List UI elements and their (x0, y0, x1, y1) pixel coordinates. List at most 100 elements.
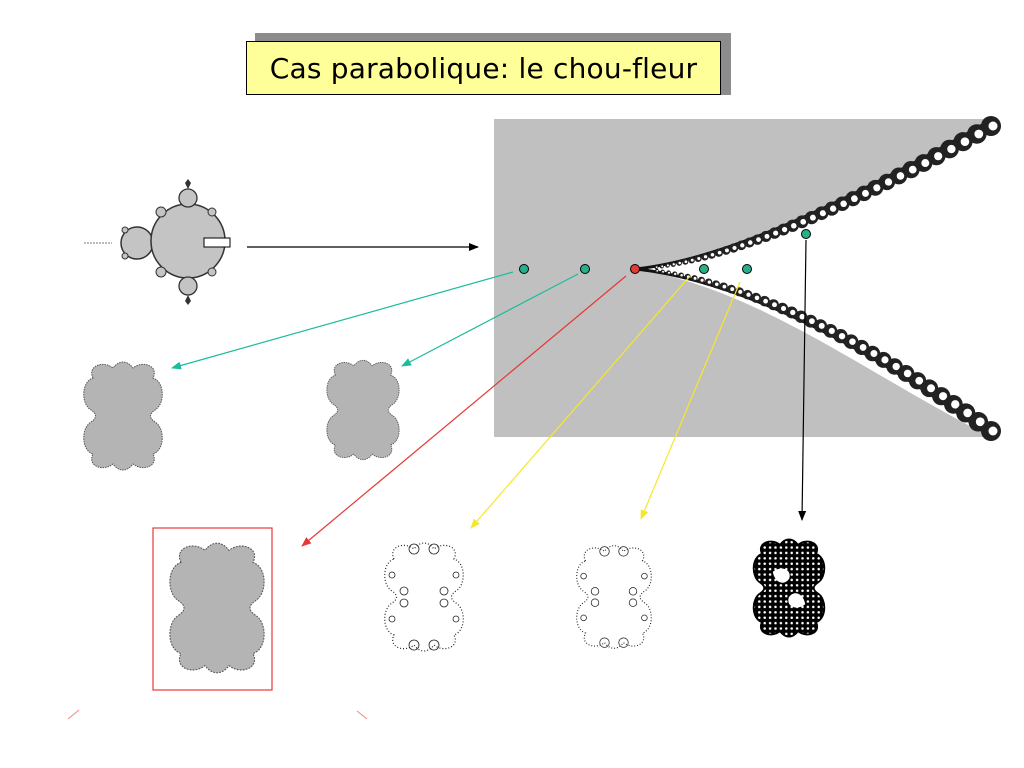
stray-mark-1 (67, 709, 80, 720)
cusp-blob-hole (934, 152, 943, 161)
cusp-blob-hole (838, 332, 846, 340)
cusp-blob-hole (988, 426, 998, 436)
cusp-blob-hole (915, 376, 924, 385)
cusp-blob-hole (703, 255, 708, 259)
cusp-blob-hole (722, 284, 727, 289)
cusp-blob-hole (740, 243, 745, 248)
cusp-blob-hole (754, 295, 760, 301)
cusp-blob-hole (988, 121, 998, 131)
arrow-red (301, 275, 627, 547)
cusp-blob-hole (674, 272, 677, 276)
cusp-blob-hole (840, 200, 847, 208)
julia-dust-2 (576, 545, 652, 649)
julia-filled-2 (326, 359, 400, 461)
param-dot-green-4 (742, 264, 752, 274)
cusp-blob-hole (697, 256, 701, 261)
cusp-blob-hole (738, 289, 743, 294)
cusp-blob-hole (690, 258, 694, 262)
julia-filled-1 (83, 361, 163, 471)
cusp-blob-hole (829, 205, 837, 212)
cusp-blob-hole (818, 322, 825, 329)
cusp-blob-hole (938, 392, 948, 401)
param-dot-red (630, 264, 640, 274)
stray-mark-2 (356, 710, 368, 720)
cusp-blob-hole (799, 313, 806, 320)
cusp-blob-hole (921, 159, 930, 168)
julia-cauliflower (169, 542, 265, 674)
cusp-blob-hole (908, 165, 917, 174)
cusp-blob-hole (680, 274, 683, 277)
cusp-blob-hole (748, 240, 753, 245)
cusp-blob-hole (780, 305, 787, 312)
title-box: Cas parabolique: le chou-fleur (246, 41, 721, 95)
cusp-blob-hole (884, 178, 893, 186)
cusp-blob-hole (724, 248, 729, 253)
cusp-blob-hole (927, 384, 936, 393)
cusp-blob-hole (746, 292, 751, 297)
cusp-blob-hole (859, 344, 867, 351)
cusp-blob-hole (873, 184, 881, 192)
cusp-blob-hole (828, 327, 835, 334)
cusp-blob-hole (756, 237, 761, 242)
cusp-blob-hole (947, 144, 956, 154)
arrow-yellow-2 (640, 281, 741, 520)
cusp-blob-hole (707, 280, 711, 284)
arrow-green-1 (171, 271, 514, 370)
cusp-blob-hole (892, 362, 900, 371)
cusp-blob-hole (896, 172, 905, 180)
arrow-black-down (798, 239, 807, 521)
param-dot-green-3 (699, 264, 709, 274)
cusp-blob-hole (963, 408, 972, 418)
param-dot-green-2 (580, 264, 590, 274)
cusp-blob-hole (661, 265, 664, 268)
cusp-blob-hole (773, 230, 779, 236)
cusp-blob-hole (903, 369, 912, 378)
cusp-blob-hole (662, 270, 664, 273)
cusp-blob-hole (700, 278, 704, 282)
cusp-blob-hole (667, 271, 671, 274)
param-dot-green-5 (801, 229, 811, 239)
cusp-blob-hole (974, 129, 984, 139)
cusp-blob-hole (772, 302, 777, 308)
zoom-panel (494, 116, 1001, 441)
cusp-blob-hole (800, 218, 807, 225)
julia-black (752, 538, 826, 638)
highlight-frame (152, 527, 273, 691)
mandelbrot-thumbnail (84, 179, 231, 305)
arrow-yellow-1 (470, 275, 691, 529)
cusp-blob-hole (656, 269, 659, 272)
cusp-blob-hole (781, 226, 788, 233)
cusp-blob-hole (881, 356, 889, 364)
cusp-blob-hole (732, 245, 737, 251)
param-dot-green-1 (519, 264, 529, 274)
cusp-blob-hole (714, 282, 719, 287)
cusp-blob-hole (672, 263, 675, 266)
cusp-blob-hole (975, 417, 985, 427)
cusp-blob-hole (730, 287, 735, 292)
cusp-blob-hole (678, 261, 681, 265)
cusp-blob-hole (655, 266, 658, 269)
cusp-blob-hole (791, 222, 797, 229)
cusp-blob-hole (763, 298, 768, 304)
arrow-green-2 (401, 273, 579, 367)
page-title: Cas parabolique: le chou-fleur (269, 51, 698, 85)
cusp-blob-hole (870, 350, 878, 357)
cusp-blob-hole (666, 264, 669, 267)
cusp-blob-hole (764, 233, 770, 239)
cusp-blob-hole (693, 276, 697, 280)
cusp-blob-hole (790, 309, 796, 316)
cusp-blob-hole (809, 318, 815, 325)
cusp-blob-hole (862, 189, 869, 197)
cusp-blob-hole (819, 210, 826, 217)
julia-dust-1 (384, 542, 464, 652)
cusp-blob-hole (951, 400, 960, 409)
cusp-blob-hole (849, 338, 856, 345)
cusp-blob-hole (684, 260, 688, 264)
cusp-fractal-boundary (654, 116, 1001, 441)
cusp-blob-hole (717, 250, 722, 255)
cusp-blob-hole (960, 137, 970, 146)
cusp-blob-hole (851, 195, 858, 203)
cusp-blob-hole (809, 214, 816, 221)
